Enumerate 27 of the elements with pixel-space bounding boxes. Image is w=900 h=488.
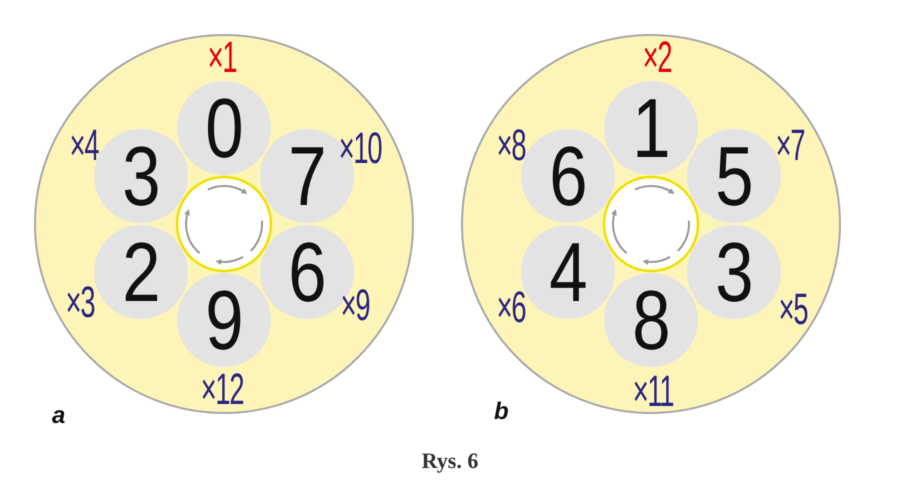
multiplier-label: ×8 — [496, 124, 526, 168]
panel-label: a — [52, 404, 66, 428]
digit-label: 7 — [288, 134, 326, 218]
multiplier-label: ×2 — [642, 36, 672, 80]
multiplier-label: ×1 — [208, 36, 236, 80]
multiplier-label: ×11 — [632, 370, 674, 414]
digit-label: 3 — [122, 134, 160, 218]
digit-label: 2 — [122, 230, 160, 314]
multiplier-label: ×4 — [70, 124, 98, 168]
multiplier-label: ×5 — [778, 288, 808, 332]
multiplier-label: ×3 — [66, 281, 94, 325]
digit-label: 8 — [632, 278, 670, 362]
digit-label: 0 — [204, 86, 244, 170]
digit-label: 9 — [204, 278, 244, 362]
digit-label: 4 — [548, 230, 588, 314]
digit-label: 6 — [288, 230, 326, 314]
digit-label: 1 — [632, 86, 670, 170]
digit-label: 6 — [548, 134, 588, 218]
multiplier-label: ×6 — [496, 286, 526, 330]
multiplier-label: ×12 — [200, 368, 244, 412]
multiplier-label: ×7 — [776, 124, 804, 168]
digit-label: 5 — [714, 134, 754, 218]
panel-label: b — [494, 400, 509, 424]
figure-caption: Rys. 6 — [422, 448, 478, 473]
multiplier-label: ×10 — [338, 127, 382, 171]
multiplier-label: ×9 — [340, 284, 370, 328]
digit-label: 3 — [714, 230, 754, 314]
